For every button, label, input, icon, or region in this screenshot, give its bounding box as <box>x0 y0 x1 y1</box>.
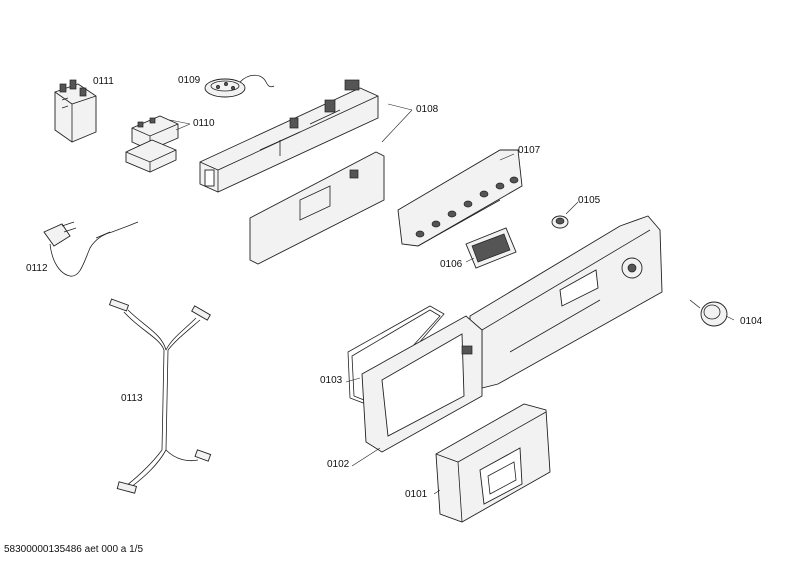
label-0110: 0110 <box>193 118 215 129</box>
part-0101-detergent-drawer <box>435 403 551 523</box>
label-0111: 0111 <box>93 76 114 87</box>
part-0111-suppressor <box>54 79 97 143</box>
label-0106: 0106 <box>440 259 463 270</box>
document-footer: 58300000135486 aet 000 a 1/5 <box>4 544 144 555</box>
part-0113-wiring-harness <box>108 298 212 494</box>
label-0101: 0101 <box>405 489 428 500</box>
label-0105: 0105 <box>578 195 601 206</box>
part-0102-dispenser-frame <box>361 315 483 453</box>
label-0112: 0112 <box>26 263 48 274</box>
label-0102: 0102 <box>327 459 350 470</box>
part-0106-display <box>465 227 517 269</box>
part-0109-buzzer <box>204 74 275 98</box>
part-0108-control-module <box>199 79 385 265</box>
label-0113: 0113 <box>121 393 143 404</box>
part-0110-module-bracket <box>125 115 179 173</box>
label-0109: 0109 <box>178 75 201 86</box>
label-0107: 0107 <box>518 145 541 156</box>
part-0104-program-knob <box>689 299 728 327</box>
leader-lines <box>169 103 735 495</box>
part-control-panel-fascia <box>469 215 663 389</box>
label-0108: 0108 <box>416 104 439 115</box>
part-0105-knob <box>551 215 569 229</box>
part-0112-mains-cable <box>43 221 139 277</box>
label-0104: 0104 <box>740 316 763 327</box>
label-0103: 0103 <box>320 375 343 386</box>
part-0107-control-board <box>397 149 523 247</box>
